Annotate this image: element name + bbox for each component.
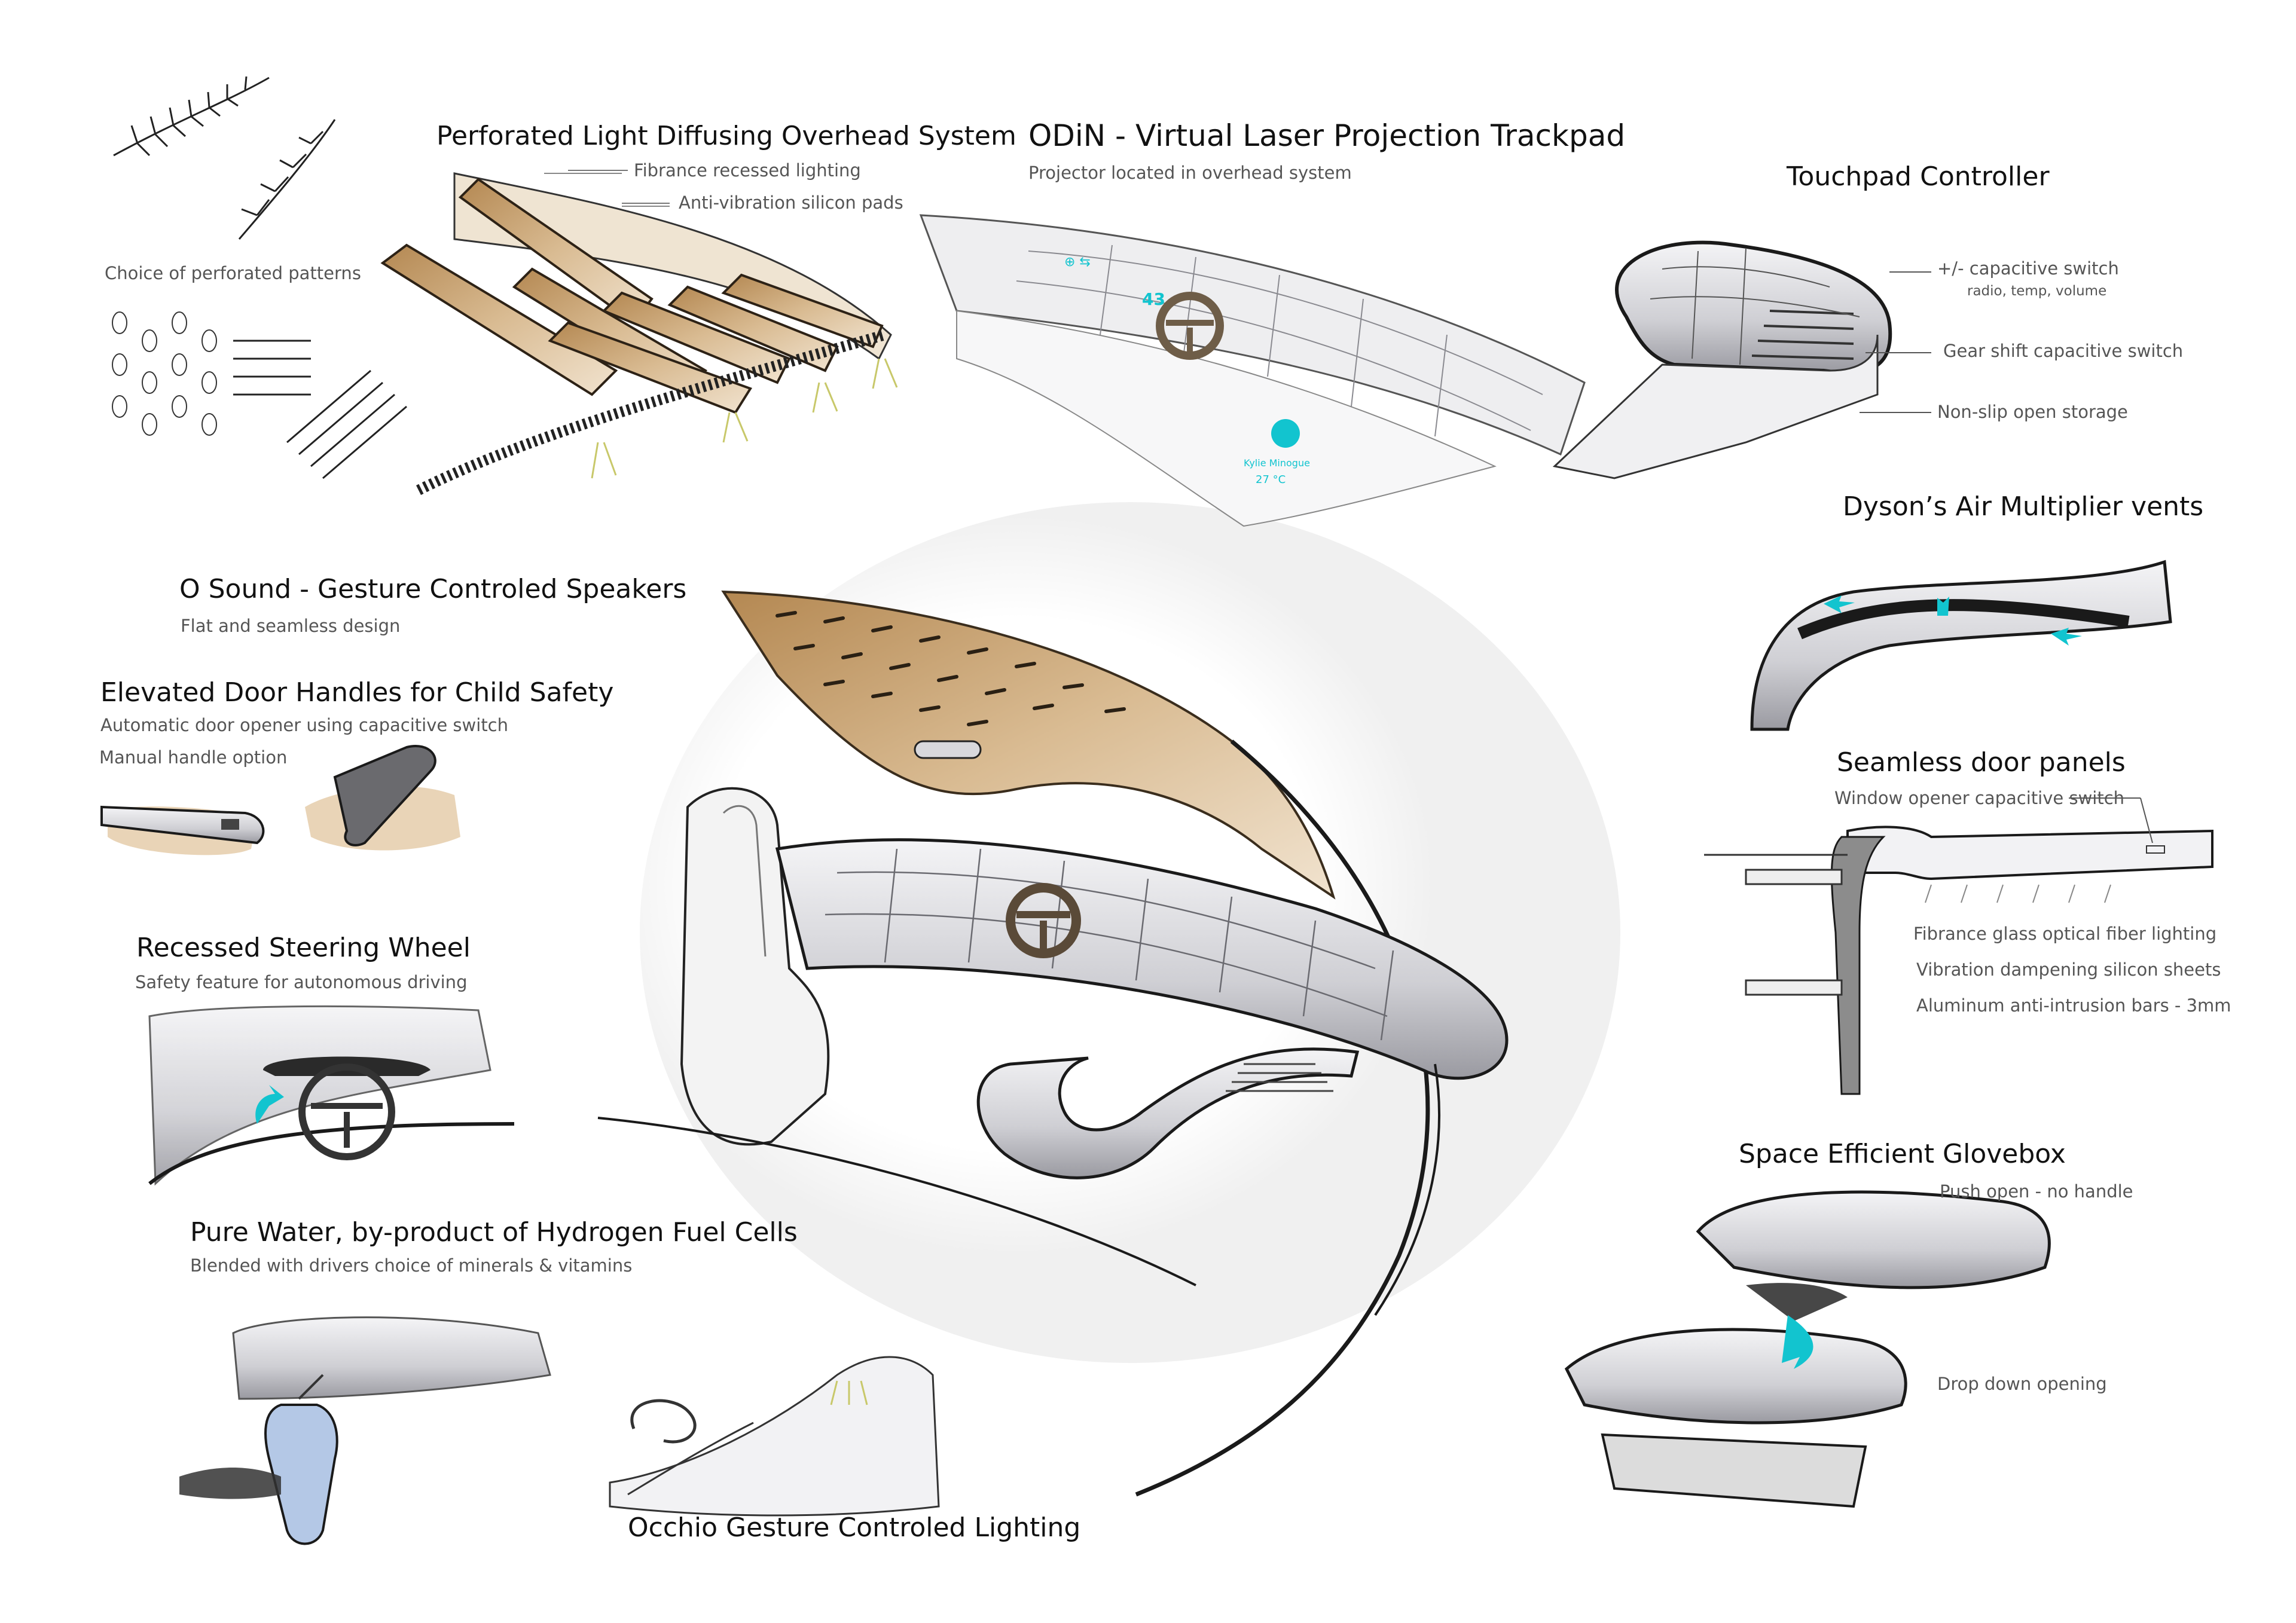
door-panel-light-rays: [1925, 884, 2111, 903]
touchpad-callout-3: Non-slip open storage: [1937, 402, 2128, 422]
touchpad-callout-1: +/- capacitive switch: [1937, 258, 2119, 279]
door-panels-callout-4: Aluminum anti-intrusion bars - 3mm: [1916, 995, 2231, 1016]
panel-handle: [914, 740, 982, 759]
occhio-title: Occhio Gesture Controled Lighting: [628, 1512, 1081, 1543]
odin-title: ODiN - Virtual Laser Projection Trackpad: [1028, 118, 1626, 153]
touchpad-callout-1-sub: radio, temp, volume: [1967, 283, 2107, 299]
dashboard-shell: [775, 838, 1509, 1080]
door-panels-sketch: [1704, 797, 2213, 1095]
door-handles-subtitle: Automatic door opener using capacitive s…: [100, 715, 509, 735]
touchpad-sketch: [1552, 240, 1931, 479]
glovebox-callout-2: Drop down opening: [1937, 1374, 2107, 1394]
overhead-light-rays: [591, 358, 898, 479]
door-handles-sketch: [100, 745, 460, 855]
a-pillar-line: [1135, 739, 1430, 1497]
dyson-title: Dyson’s Air Multiplier vents: [1843, 491, 2204, 522]
door-handles-note: Manual handle option: [99, 747, 288, 768]
overhead-system-sketch: [112, 76, 898, 496]
occhio-light-rays: [830, 1380, 868, 1405]
driver-seat: [680, 787, 830, 1146]
hand-shadow: [179, 1468, 281, 1499]
water-title: Pure Water, by-product of Hydrogen Fuel …: [190, 1217, 798, 1248]
console-vents: [1226, 1063, 1333, 1092]
music-app-icon: [1271, 419, 1300, 448]
fern-sketches: [113, 76, 336, 240]
overhead-callout-1: Fibrance recessed lighting: [634, 160, 861, 181]
door-handles-title: Elevated Door Handles for Child Safety: [100, 677, 614, 708]
hud-icons: ⊕ ⇆: [1064, 255, 1091, 270]
odin-grid: [1016, 244, 1543, 437]
central-steering-wheel: [1006, 883, 1081, 958]
overhead-title: Perforated Light Diffusing Overhead Syst…: [436, 121, 1016, 151]
water-bottle-sketch: [179, 1316, 551, 1545]
osound-title: O Sound - Gesture Controled Speakers: [179, 574, 687, 604]
touchpad-callout-2: Gear shift capacitive switch: [1943, 341, 2184, 361]
door-panels-callout-2: Fibrance glass optical fiber lighting: [1913, 924, 2217, 944]
steering-title: Recessed Steering Wheel: [136, 933, 471, 963]
odin-subtitle: Projector located in overhead system: [1028, 163, 1352, 183]
perforation-patterns: [112, 311, 217, 436]
central-interior-sketch: [597, 502, 1620, 1497]
line-patterns: [233, 340, 407, 479]
glovebox-title: Space Efficient Glovebox: [1739, 1139, 2066, 1169]
patterns-label: Choice of perforated patterns: [105, 263, 361, 283]
dyson-airflow-arrows: [1824, 595, 2082, 646]
glovebox-sketch: [1564, 1190, 2051, 1508]
glovebox-arrow: [1782, 1315, 1813, 1369]
odin-steering-wheel: [1156, 292, 1224, 360]
hud-track: Kylie Minogue: [1244, 457, 1310, 469]
hud-temp: 27 °C: [1256, 473, 1286, 486]
touchpad-grip-lines: [1751, 310, 1854, 360]
door-panels-callout-1: Window opener capacitive switch: [1834, 788, 2125, 808]
water-subtitle: Blended with drivers choice of minerals …: [190, 1255, 633, 1276]
water-bottle: [264, 1404, 338, 1545]
overhead-slats: [380, 178, 884, 414]
door-panels-callout-3: Vibration dampening silicon sheets: [1916, 959, 2221, 980]
recessed-steering-sketch: [148, 1005, 515, 1186]
door-panels-title: Seamless door panels: [1837, 747, 2126, 778]
odin-trackpad-sketch: 43 Kylie Minogue 27 °C ⊕ ⇆: [919, 214, 1586, 527]
overhead-edge-hatch: [416, 329, 887, 496]
osound-subtitle: Flat and seamless design: [181, 616, 401, 636]
occhio-lighting-sketch: [609, 1356, 940, 1517]
dashboard-grid: [825, 848, 1394, 1041]
touchpad-title: Touchpad Controller: [1787, 161, 2050, 192]
glovebox-callout-1: Push open - no handle: [1940, 1181, 2133, 1202]
overhead-callout-2: Anti-vibration silicon pads: [679, 192, 903, 213]
overhead-wood-panel: [721, 590, 1336, 900]
overhead-perforations: [775, 611, 1126, 726]
dyson-vents-sketch: [1750, 560, 2172, 731]
steering-subtitle: Safety feature for autonomous driving: [135, 972, 468, 992]
hud-speed: 43: [1142, 289, 1165, 309]
